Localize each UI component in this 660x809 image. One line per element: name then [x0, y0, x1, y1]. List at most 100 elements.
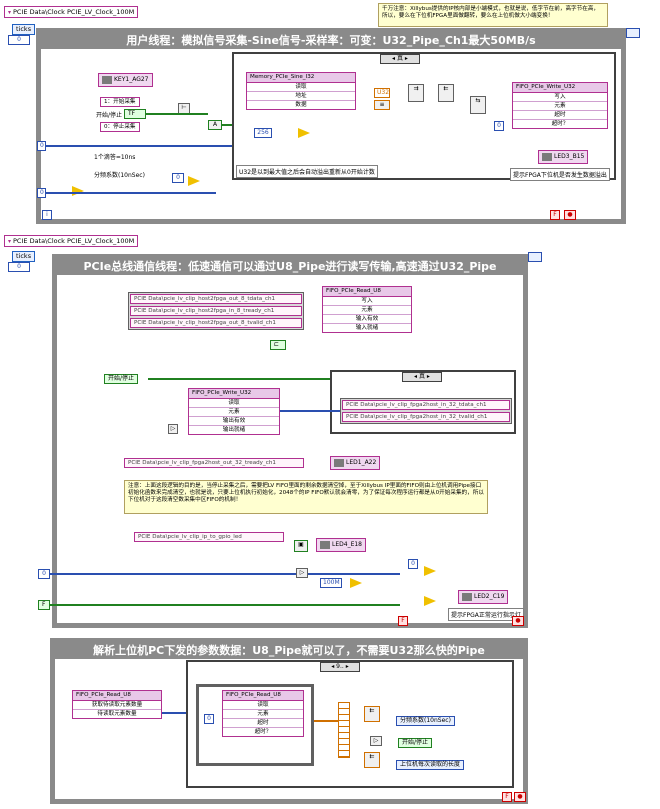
loop2-title: PCIe总线通信线程：低速通信可以通过U8_Pipe进行读写传输,高速通过U32… — [57, 259, 523, 275]
led1-label: LED1_A22 — [346, 459, 377, 466]
label-stop-capture-text: 0：停止采集 — [104, 124, 136, 130]
loop2-wire-bool — [148, 378, 330, 380]
io-fpga2host-tdata[interactable]: PCIE Data\pcie_lv_clip_fpga2host_in_32_t… — [342, 400, 510, 410]
loop1-ticks-label: ticks — [16, 25, 32, 33]
case-right-arrow-icon: ▸ — [345, 663, 349, 670]
led4-label: LED4_E18 — [332, 541, 362, 548]
io-host2fpga-tready[interactable]: PCIE Data\pcie_lv_clip_host2fpga_in_8_tr… — [130, 306, 302, 316]
fifo-read-row-ready: 输入就绪 — [355, 325, 379, 331]
const-256[interactable]: 256 — [254, 128, 272, 138]
out-start-stop[interactable]: 开始/停止 — [398, 738, 433, 748]
const-100m[interactable]: 100M — [320, 578, 342, 588]
loop1-wire-bool2 — [222, 124, 232, 126]
fifo-read-row-write: 写入 — [323, 297, 411, 306]
io-fpga2host-tvalid[interactable]: PCIE Data\pcie_lv_clip_fpga2host_in_32_t… — [342, 412, 510, 422]
out-divider-text: 分频系数(10nSec) — [400, 717, 451, 724]
loop2-case-label: 真 — [418, 373, 425, 380]
case-left-arrow-icon: ◂ — [331, 663, 335, 670]
loop2-true-constant[interactable]: ⊏ — [270, 340, 286, 350]
loop3-stop-terminal[interactable]: ● — [514, 792, 526, 802]
loop1-stop-terminal[interactable]: ● — [564, 210, 576, 220]
loop3-case-selector[interactable]: ◂ 9.. ▸ — [320, 662, 360, 672]
start-stop-indicator[interactable]: TF — [124, 109, 146, 119]
loop1-case-selector[interactable]: ◂ 真 ▸ — [380, 54, 420, 64]
fifo-read-inner-node[interactable]: FIFO_PCIe_Read_U8 读取 元素 超时 超时？ — [222, 690, 304, 737]
loop2-stop-terminal[interactable]: ● — [512, 616, 524, 626]
loop2-stop-constant[interactable]: F — [398, 616, 408, 626]
loop1-clock-selector[interactable]: ▾PCIE Data\Clock PCIE_LV_Clock_100M — [4, 6, 139, 18]
loop2-tick-constant[interactable]: 0 — [8, 262, 30, 272]
out-read-length-text: 上位机每次读取的长度 — [400, 761, 461, 768]
split-number-icon: ⇉ — [408, 84, 424, 102]
loop1-clock-label: PCIE Data\Clock PCIE_LV_Clock_100M — [13, 8, 135, 16]
loop1-const-0-b[interactable]: 0 — [37, 188, 46, 198]
fifo-left-title: FIFO_PCIe_Read_U8 — [73, 691, 161, 701]
join-number-icon: ⇇ — [438, 84, 454, 102]
start-stop-local-text: 开始/停止 — [108, 375, 135, 382]
loop2-false-terminal[interactable]: F — [38, 600, 50, 610]
loop2-clock-label: PCIE Data\Clock PCIE_LV_Clock_100M — [13, 237, 135, 245]
loop2-ticks-terminal[interactable]: ticks — [12, 251, 36, 262]
fifo-inner-row-read: 读取 — [223, 701, 303, 710]
loop1-case-label: 真 — [396, 55, 403, 62]
fifo-write-row-write: 写入 — [513, 93, 607, 102]
fifo-read-u8-node[interactable]: FIFO_PCIe_Read_U8 写入 元素 输入有效 输入就绪 — [322, 286, 412, 333]
loop3-wire-count — [162, 712, 190, 714]
led2-node[interactable]: LED2_C19 — [458, 590, 509, 604]
loop2-const-0[interactable]: 0 — [408, 559, 418, 569]
loop1-wire-bool — [146, 113, 208, 115]
loop1-const-0-c[interactable]: 0 — [172, 173, 184, 183]
io-host2fpga-tvalid[interactable]: PCIE Data\pcie_lv_clip_host2fpga_out_8_t… — [130, 318, 302, 328]
io-fpga2host-tready[interactable]: PCIE Data\pcie_lv_clip_fpga2host_out_32_… — [124, 458, 304, 468]
fifo-write-u32-node-1[interactable]: FIFO_PCIe_Write_U32 写入 元素 超时 超时？ — [512, 82, 608, 129]
loop1-const-0-a[interactable]: 0 — [37, 141, 46, 151]
led3-terminal-icon — [542, 152, 552, 161]
led4-node[interactable]: LED4_E18 — [316, 538, 366, 552]
case-right-arrow-icon: ▸ — [404, 55, 408, 62]
loop1-tick-constant[interactable]: 0 — [8, 35, 30, 45]
loop2-timed-loop: PCIe总线通信线程：低速通信可以通过U8_Pipe进行读写传输,高速通过U32… — [52, 254, 528, 628]
loop2-const-0-top[interactable]: 0 — [38, 569, 50, 579]
fifo-write-u32-node-2[interactable]: FIFO_PCIe_Write_U32 读取 元素 输出有效 输出就绪 — [188, 388, 280, 435]
out-divider[interactable]: 分频系数(10nSec) — [396, 716, 455, 726]
loop2-fifo-note: 注意：上面这段逻辑的目的是，当停止采集之后，需要把LV FIFO里面的剩余数据清… — [124, 480, 488, 514]
fifo-write2-row-read: 读取 — [189, 399, 279, 408]
loop2-case-selector[interactable]: ◂ 真 ▸ — [402, 372, 442, 382]
and-primitive[interactable]: A — [208, 120, 222, 130]
led1-node[interactable]: LED1_A22 — [330, 456, 381, 470]
dropdown-arrow-icon: ▾ — [8, 9, 12, 16]
loop2-clock-selector[interactable]: ▾PCIE Data\Clock PCIE_LV_Clock_100M — [4, 235, 139, 247]
loop1-ticks-terminal[interactable]: ticks — [12, 24, 36, 35]
led2-note: 提示FPGA正常运行指示灯 — [448, 608, 524, 621]
fifo-read-title: FIFO_PCIe_Read_U8 — [323, 287, 411, 297]
loop3-const-0[interactable]: 0 — [204, 714, 214, 724]
u32-conversion[interactable]: U32 — [374, 88, 390, 98]
memory-sine-node[interactable]: Memory_PCIe_Sine_I32 读取 地址 数据 — [246, 72, 356, 110]
loop3-stop-constant[interactable]: F — [502, 792, 512, 802]
index-array-icon — [338, 702, 350, 758]
fifo-read-count-node[interactable]: FIFO_PCIe_Read_U8 获取待读取元素数量 待读取元素数量 — [72, 690, 162, 719]
led3-note: 提示FPGA下位机是否发生数据溢出 — [510, 168, 610, 181]
loop1-const-0-d[interactable]: 0 — [494, 121, 504, 131]
loop3-for-loop — [196, 684, 314, 766]
loop1-greater-icon — [188, 176, 200, 186]
loop2-wire-data — [280, 410, 340, 412]
fifo-write-title: FIFO_PCIe_Write_U32 — [513, 83, 607, 93]
io-gpio-led[interactable]: PCIE Data\pcie_lv_clip_ip_to_gpio_led — [134, 532, 284, 542]
key1-node[interactable]: KEY1_AG27 — [98, 73, 153, 87]
loop1-stop-constant[interactable]: F — [550, 210, 560, 220]
out-read-length[interactable]: 上位机每次读取的长度 — [396, 760, 465, 770]
fifo-read-row-valid: 输入有效 — [323, 315, 411, 324]
io-host2fpga-tdata[interactable]: PCIE Data\pcie_lv_clip_host2fpga_out_8_t… — [130, 294, 302, 304]
loop3-while-loop: 解析上位机PC下发的参数数据：U8_Pipe就可以了，不需要U32那么快的Pip… — [50, 638, 528, 804]
led2-terminal-icon — [462, 592, 472, 601]
fifo-write2-title: FIFO_PCIe_Write_U32 — [189, 389, 279, 399]
fifo-write-row-element: 元素 — [513, 102, 607, 111]
start-stop-local[interactable]: 开始/停止 — [104, 374, 139, 384]
memory-row-read: 读取 — [247, 83, 355, 92]
fifo-write2-row-valid: 输出有效 — [189, 417, 279, 426]
led3-node[interactable]: LED3_B15 — [538, 150, 589, 164]
key1-label: KEY1_AG27 — [114, 76, 149, 83]
loop3-title: 解析上位机PC下发的参数数据：U8_Pipe就可以了，不需要U32那么快的Pip… — [55, 643, 523, 659]
loop2-ticks-label: ticks — [16, 252, 32, 260]
